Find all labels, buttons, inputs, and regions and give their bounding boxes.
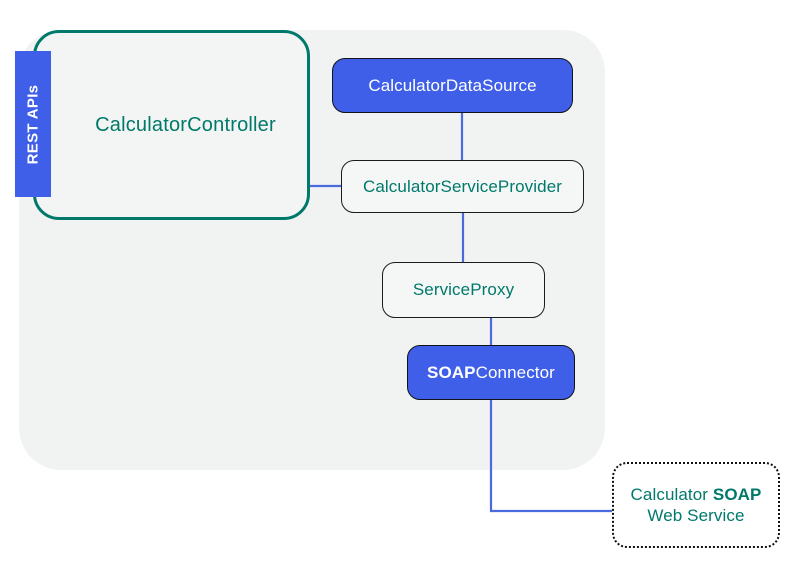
node-calculator-data-source[interactable]: CalculatorDataSource xyxy=(332,58,573,113)
node-soap-connector-label-rest: Connector xyxy=(475,362,555,382)
node-calculator-service-provider[interactable]: CalculatorServiceProvider xyxy=(341,160,584,213)
web-service-line1-pre: Calculator xyxy=(630,484,713,504)
controller-group: CalculatorController xyxy=(33,30,310,220)
node-calculator-data-source-label: CalculatorDataSource xyxy=(368,75,537,95)
controller-group-label: CalculatorController xyxy=(95,113,276,136)
web-service-line2: Web Service xyxy=(647,506,745,525)
rest-apis-label: REST APIs xyxy=(24,84,42,164)
rest-apis-tab: REST APIs xyxy=(15,51,51,197)
node-soap-connector-label: SOAPConnector xyxy=(427,362,555,383)
node-soap-connector[interactable]: SOAPConnector xyxy=(407,345,575,400)
node-calculator-service-provider-label: CalculatorServiceProvider xyxy=(362,176,563,196)
node-service-proxy-label: ServiceProxy xyxy=(412,280,515,300)
web-service-line1-bold: SOAP xyxy=(712,484,762,504)
node-service-proxy[interactable]: ServiceProxy xyxy=(382,262,545,318)
node-calculator-soap-web-service-label: Calculator SOAP Web Service xyxy=(631,484,762,527)
node-soap-connector-label-bold: SOAP xyxy=(427,362,476,382)
node-calculator-soap-web-service[interactable]: Calculator SOAP Web Service xyxy=(612,462,780,548)
